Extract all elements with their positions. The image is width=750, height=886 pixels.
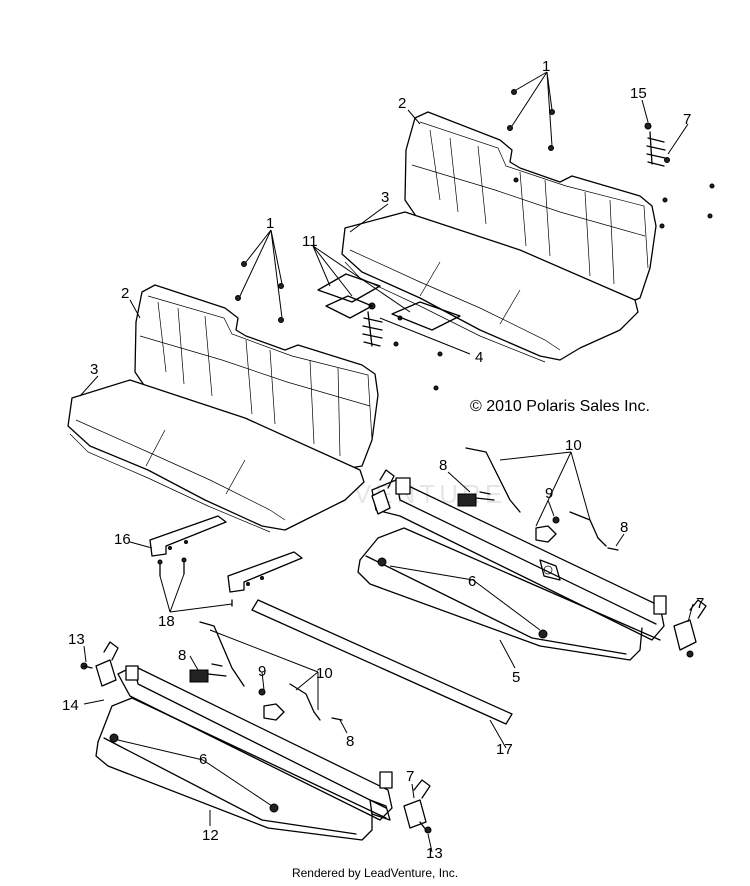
callout-2-lower: 2	[121, 285, 129, 302]
callout-13-lower: 13	[426, 845, 443, 862]
bolts-18	[157, 557, 233, 607]
footer-credit: Rendered by LeadVenture, Inc.	[291, 866, 459, 880]
leader-lines	[79, 71, 694, 853]
strap-bracket-16b	[227, 551, 303, 593]
callout-6-lower: 6	[199, 751, 207, 768]
callout-14: 14	[62, 697, 79, 714]
callout-4: 4	[475, 349, 483, 366]
callout-11: 11	[302, 233, 318, 250]
callout-3-upper: 3	[381, 189, 389, 206]
hinge-bracket-upper-left	[371, 469, 395, 515]
callout-7-upper-bracket: 7	[696, 595, 704, 612]
copyright-notice: © 2010 Polaris Sales Inc.	[470, 398, 650, 415]
seat-back-lower	[134, 284, 379, 469]
hinge-bracket-lower-left	[80, 641, 119, 687]
callout-15: 15	[630, 85, 647, 102]
rod-17	[251, 599, 513, 725]
spring-upper	[644, 122, 670, 167]
callout-labels: 1 1 2 2 3 3 4 5 6 6 7 7 7 8 8 8 8 9 9 10…	[62, 58, 704, 862]
seat-belt-upper	[457, 447, 607, 547]
callout-18: 18	[158, 613, 175, 630]
seat-frame-lower	[95, 665, 393, 841]
callout-2-upper: 2	[398, 95, 406, 112]
callout-12: 12	[202, 827, 219, 844]
callout-3-lower: 3	[90, 361, 98, 378]
callout-13-upper: 13	[68, 631, 85, 648]
screws-1-lower	[235, 261, 284, 323]
hinge-bracket-upper-right	[673, 599, 707, 658]
callout-1-lower: 1	[266, 215, 274, 232]
small-hardware	[393, 177, 715, 391]
seat-belt-lower	[189, 621, 321, 721]
decals-11	[317, 273, 461, 331]
screws-1-upper	[507, 89, 555, 151]
callout-10-upper: 10	[565, 437, 582, 454]
callout-8-lower-right: 8	[346, 733, 354, 750]
callout-7-lower-bracket: 7	[406, 768, 414, 785]
callout-6-upper: 6	[468, 573, 476, 590]
hinge-bracket-lower-right	[403, 779, 432, 834]
callout-17: 17	[496, 741, 513, 758]
callout-8-upper-left: 8	[439, 457, 447, 474]
bolts-8-13	[83, 491, 619, 831]
seat-cushion-lower	[67, 379, 365, 533]
callout-8-lower-left: 8	[178, 647, 186, 664]
callout-1-upper: 1	[542, 58, 550, 75]
callout-9-lower: 9	[258, 663, 266, 680]
callout-9-upper: 9	[545, 485, 553, 502]
callout-16: 16	[114, 531, 131, 548]
seat-frame-upper	[357, 477, 667, 661]
strap-bracket-16a	[149, 515, 227, 557]
callout-8-upper-right: 8	[620, 519, 628, 536]
callout-7-upper-spring: 7	[683, 111, 691, 128]
callout-5: 5	[512, 669, 520, 686]
callout-10-lower: 10	[316, 665, 333, 682]
seat-cushion-upper	[341, 211, 639, 363]
